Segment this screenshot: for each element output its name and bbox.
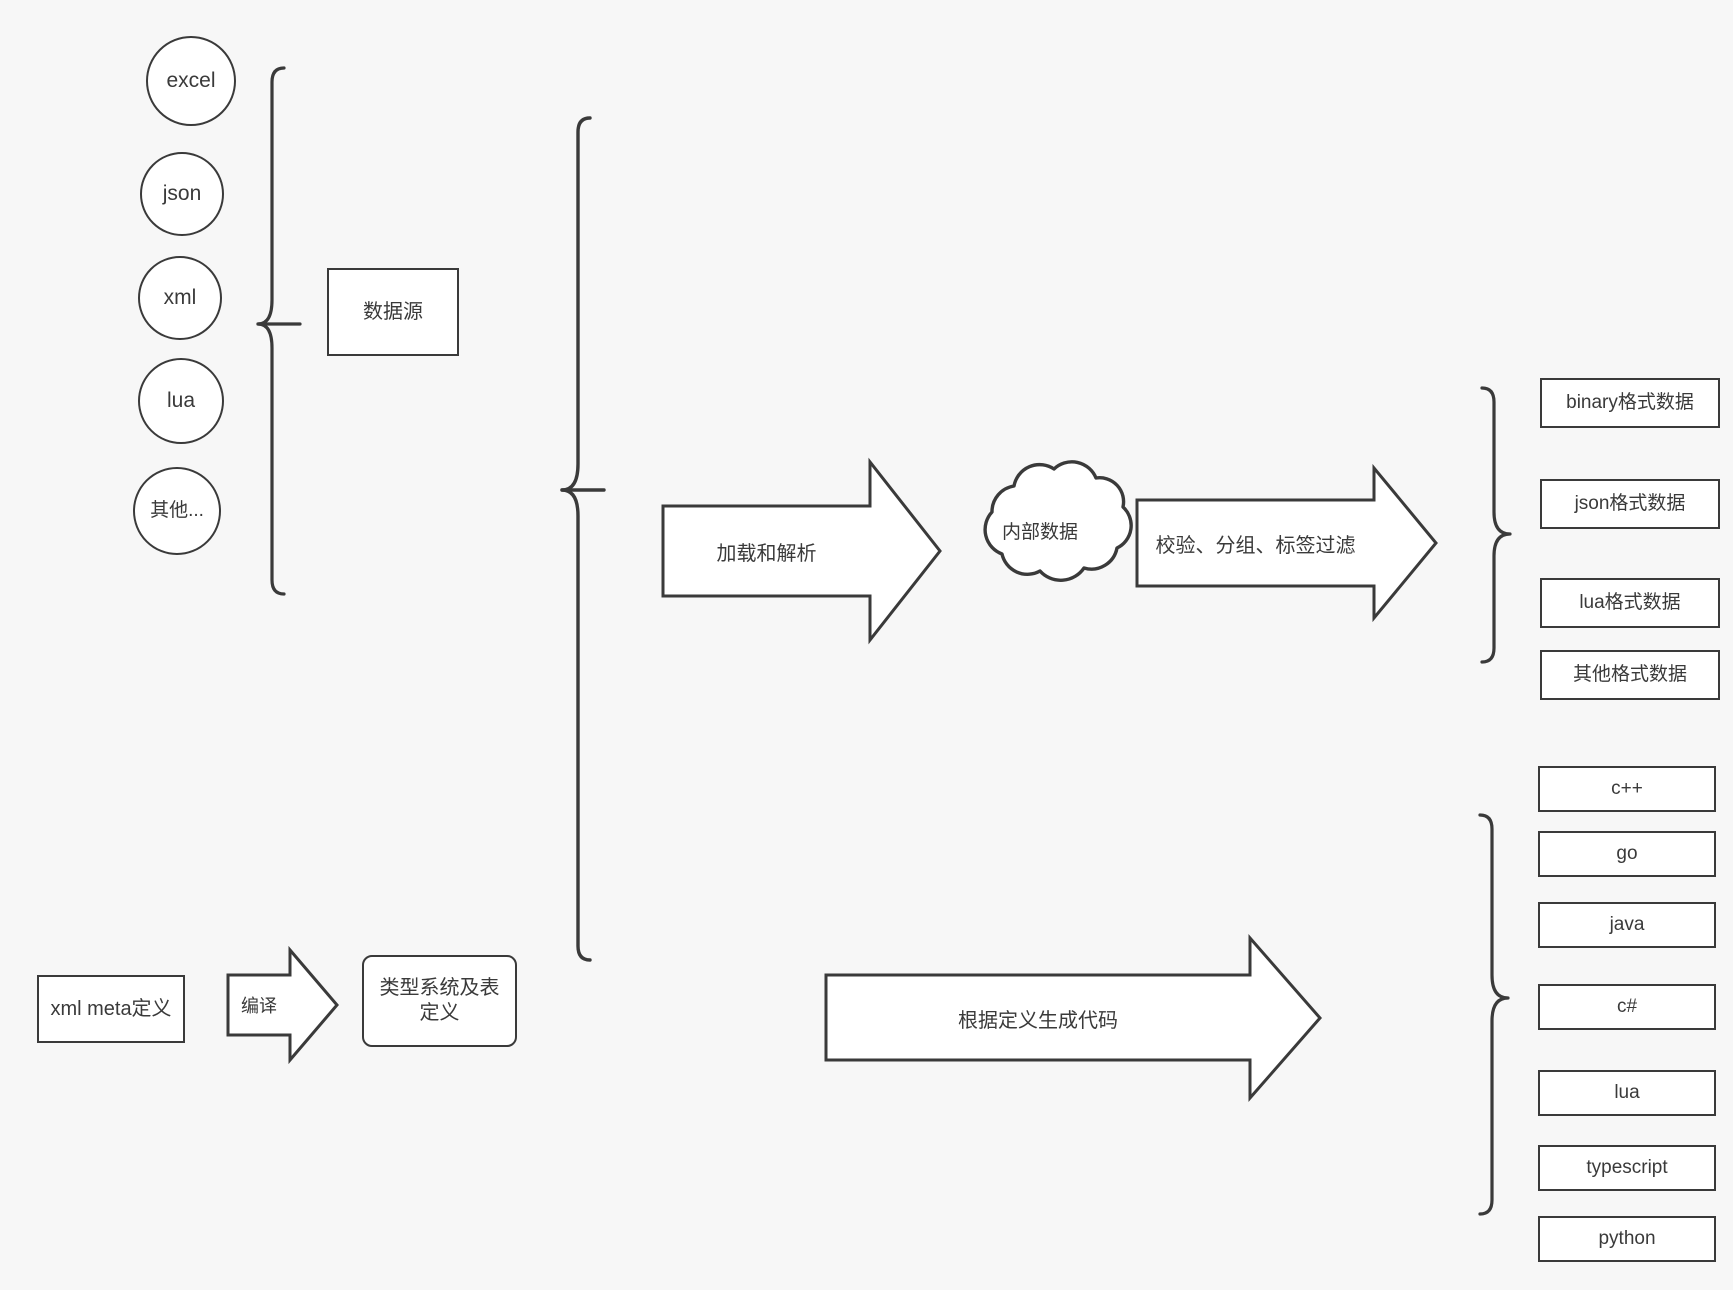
source-label: 其他... xyxy=(150,500,204,522)
internal-data-cloud xyxy=(983,460,1133,582)
data-source-label: 数据源 xyxy=(363,300,423,323)
format-label: binary格式数据 xyxy=(1566,392,1694,414)
source-label: excel xyxy=(166,68,216,92)
sources-brace xyxy=(256,66,302,596)
filter-arrow xyxy=(1135,463,1438,623)
source-node-lua[interactable]: lua xyxy=(138,358,224,444)
source-node-json[interactable]: json xyxy=(140,152,224,236)
language-label: go xyxy=(1616,843,1638,865)
language-box-python[interactable]: python xyxy=(1538,1216,1716,1262)
language-box-cpp[interactable]: c++ xyxy=(1538,766,1716,812)
languages-brace xyxy=(1478,813,1510,1216)
type-system-label: 类型系统及表定义 xyxy=(379,977,500,1024)
format-box-binary[interactable]: binary格式数据 xyxy=(1540,378,1720,428)
codegen-arrow xyxy=(824,934,1322,1102)
format-label: 其他格式数据 xyxy=(1572,664,1687,686)
source-node-excel[interactable]: excel xyxy=(146,36,236,126)
source-node-other[interactable]: 其他... xyxy=(133,467,221,555)
internal-data-text: 内部数据 xyxy=(1001,521,1078,543)
format-label: lua格式数据 xyxy=(1579,592,1681,614)
center-brace xyxy=(560,116,606,962)
formats-brace xyxy=(1480,386,1512,664)
language-box-csharp[interactable]: c# xyxy=(1538,984,1716,1030)
language-box-typescript[interactable]: typescript xyxy=(1538,1145,1716,1191)
data-source-box[interactable]: 数据源 xyxy=(327,268,459,356)
language-label: c++ xyxy=(1611,778,1643,800)
internal-data-label: 内部数据 xyxy=(985,510,1095,550)
source-node-xml[interactable]: xml xyxy=(138,256,222,340)
type-system-box[interactable]: 类型系统及表定义 xyxy=(362,955,517,1047)
load-parse-arrow xyxy=(661,457,942,645)
language-box-go[interactable]: go xyxy=(1538,831,1716,877)
compile-arrow xyxy=(226,945,339,1065)
xml-meta-definition-box[interactable]: xml meta定义 xyxy=(37,975,185,1043)
source-label: lua xyxy=(166,388,196,412)
source-label: xml xyxy=(163,285,197,309)
language-label: python xyxy=(1598,1228,1656,1250)
format-box-json[interactable]: json格式数据 xyxy=(1540,479,1720,529)
source-label: json xyxy=(162,181,202,205)
language-label: typescript xyxy=(1586,1157,1668,1179)
format-box-lua[interactable]: lua格式数据 xyxy=(1540,578,1720,628)
language-label: lua xyxy=(1614,1082,1640,1104)
language-label: java xyxy=(1609,914,1645,936)
language-box-lua[interactable]: lua xyxy=(1538,1070,1716,1116)
language-label: c# xyxy=(1616,996,1638,1018)
format-label: json格式数据 xyxy=(1574,493,1686,515)
xml-meta-definition-label: xml meta定义 xyxy=(50,997,172,1020)
language-box-java[interactable]: java xyxy=(1538,902,1716,948)
format-box-other[interactable]: 其他格式数据 xyxy=(1540,650,1720,700)
